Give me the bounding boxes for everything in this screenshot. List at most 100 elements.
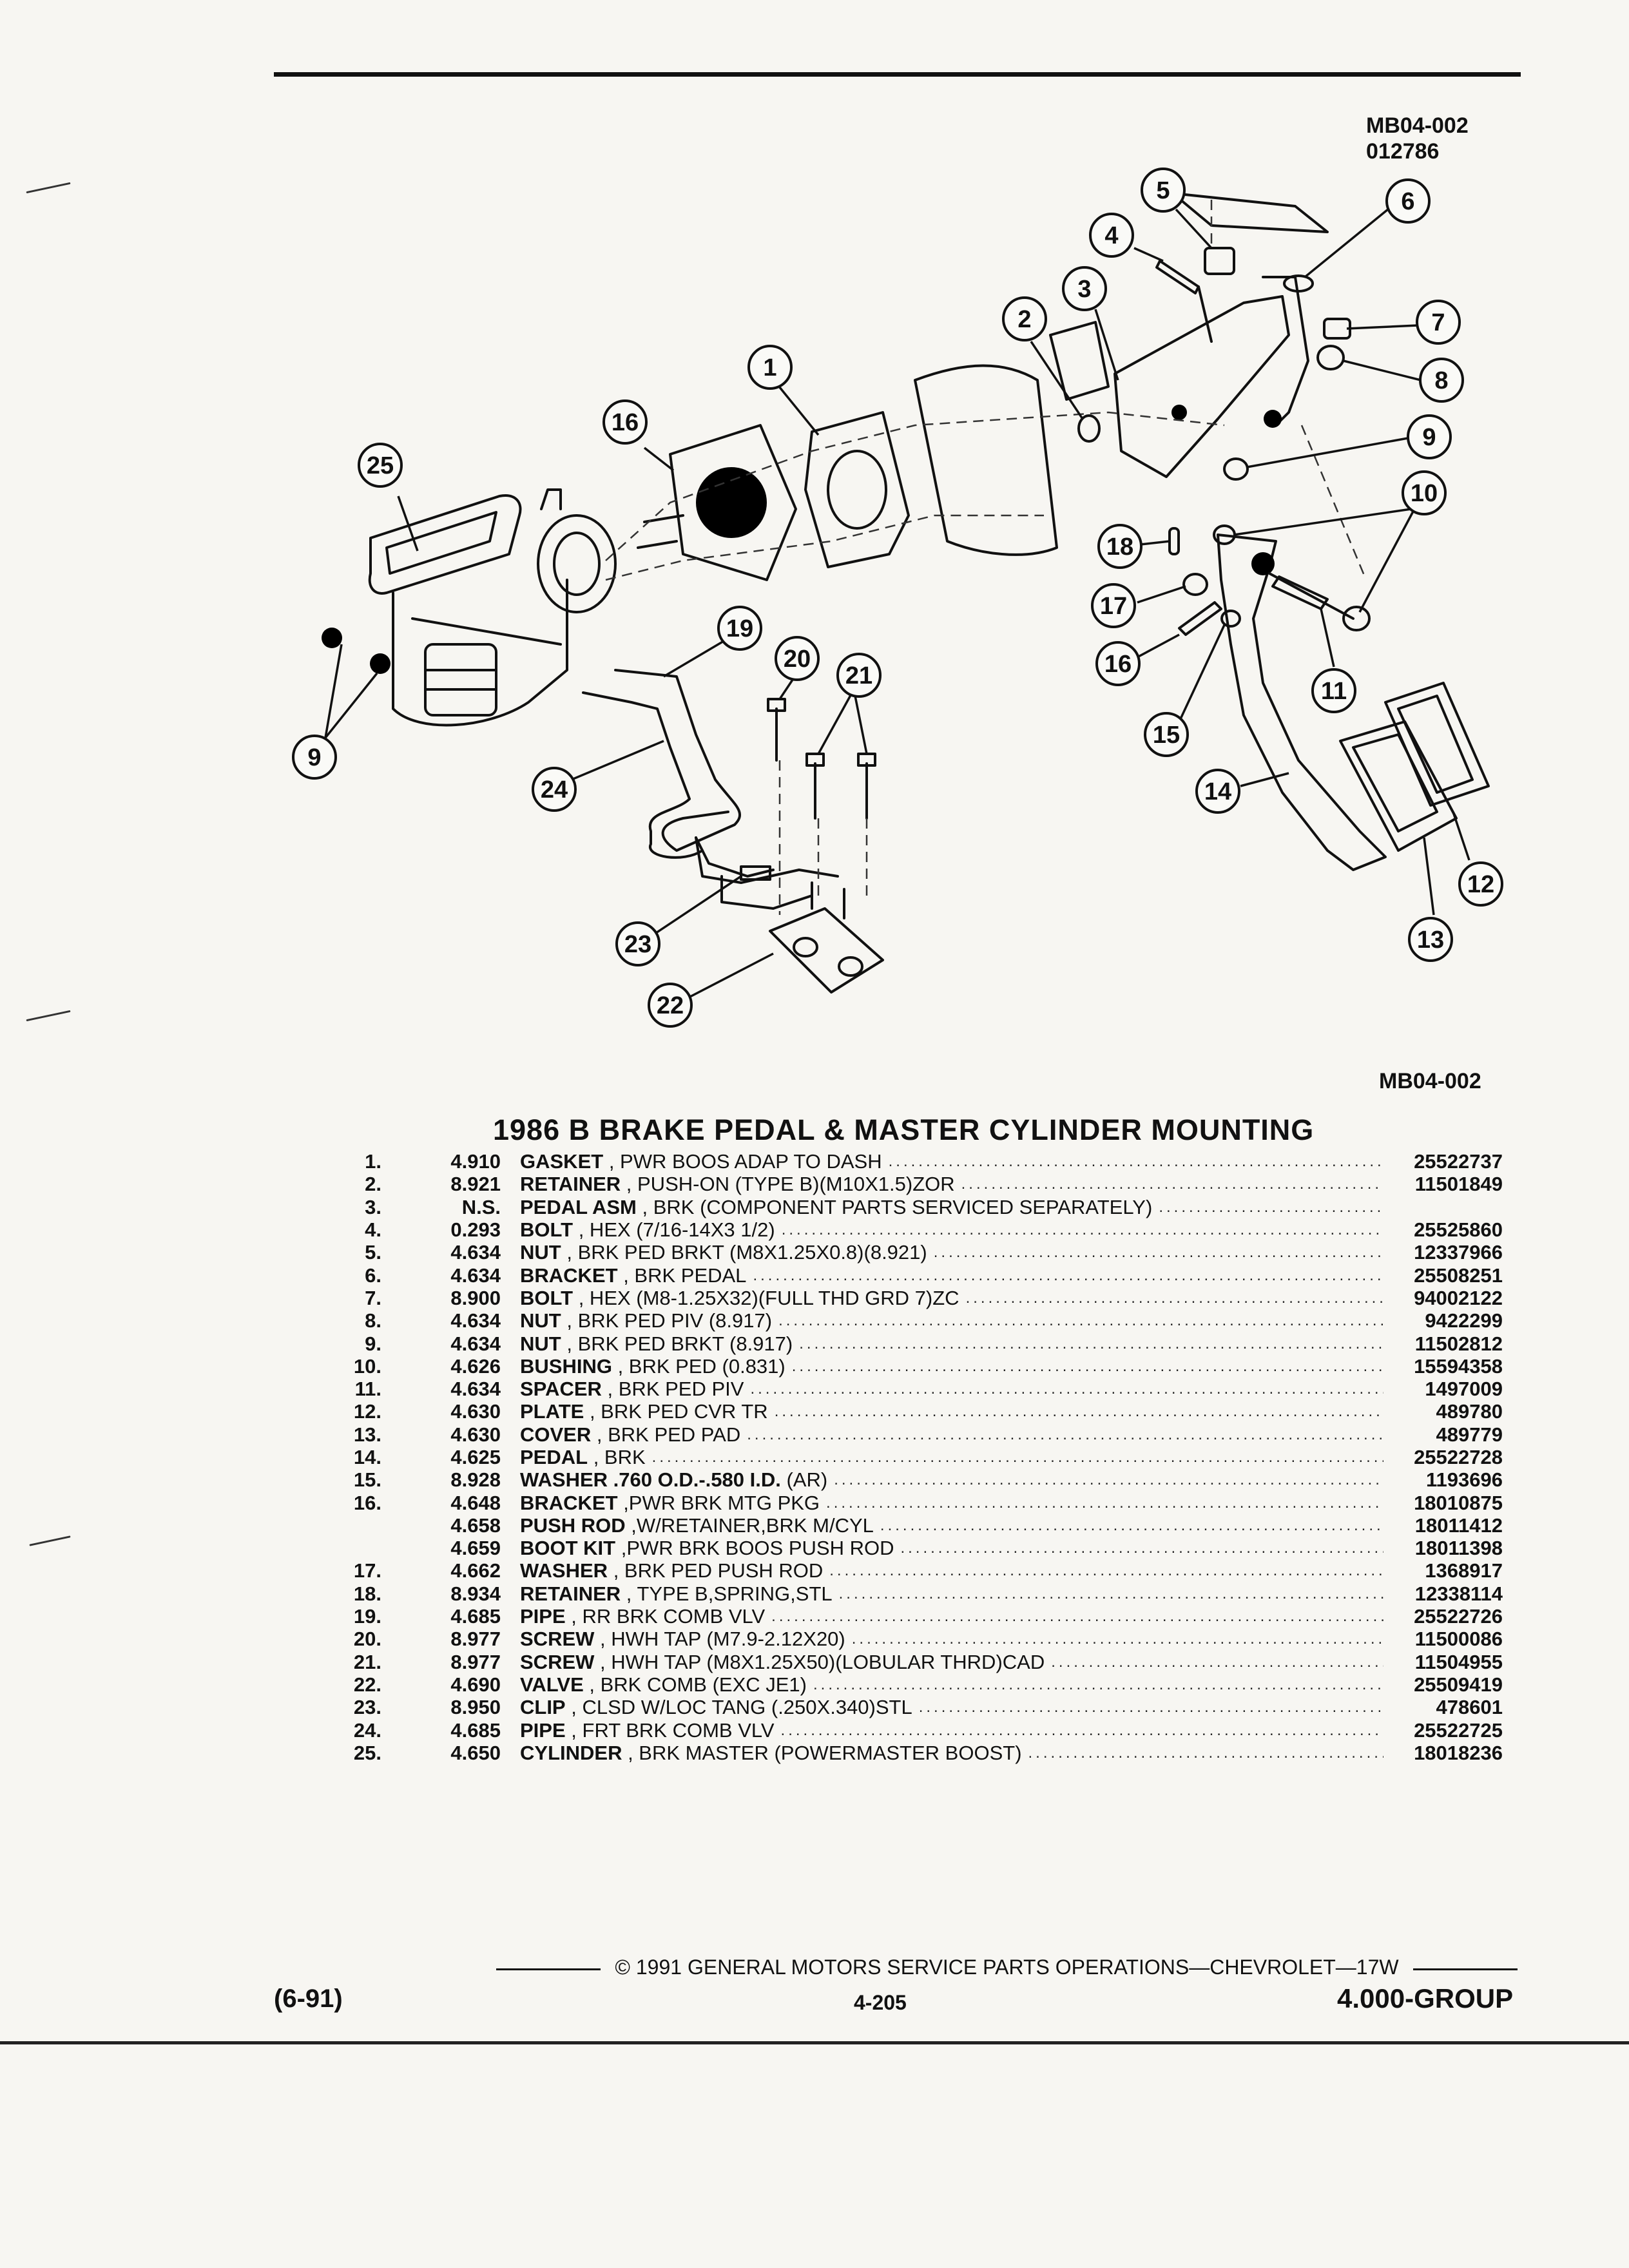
item-number: 19. [353, 1605, 381, 1628]
part-detail: , TYPE B,SPRING,STL [626, 1582, 833, 1605]
item-number: 10. [353, 1354, 381, 1378]
booster-bracket [637, 424, 797, 581]
push-rod-16 [1178, 601, 1222, 636]
part-name: GASKET [520, 1150, 604, 1173]
part-name: COVER [520, 1423, 592, 1446]
item-number: 18. [353, 1582, 381, 1605]
part-detail: , BRK PED PAD [596, 1423, 741, 1446]
leader-dots: ........................................… [829, 1562, 1383, 1580]
part-detail: , HEX (M8-1.25X32)(FULL THD GRD 7)ZC [578, 1286, 959, 1309]
part-name: PIPE [520, 1718, 566, 1742]
callout-9-right: 9 [1407, 414, 1452, 459]
part-description: BOLT , HEX (7/16-14X3 1/2)..............… [520, 1218, 1393, 1241]
callout-label: 16 [1104, 651, 1132, 678]
callout-17: 17 [1091, 583, 1136, 628]
part-number [1393, 1196, 1503, 1218]
item-number: 24. [353, 1718, 381, 1742]
part-description: SPACER , BRK PED PIV....................… [520, 1378, 1393, 1400]
callout-label: 9 [307, 744, 321, 771]
part-number: 25522726 [1414, 1605, 1503, 1628]
item-number: 9. [365, 1332, 381, 1355]
washer-17 [1182, 573, 1208, 596]
callout-6: 6 [1385, 178, 1431, 224]
leader-dots: ........................................… [918, 1698, 1383, 1716]
item-number: 25. [353, 1741, 381, 1764]
callout-label: 8 [1434, 367, 1448, 394]
callout-24: 24 [532, 767, 577, 812]
brake-pipe [582, 669, 839, 910]
callout-16-left: 16 [602, 399, 648, 445]
part-name: PEDAL [520, 1446, 588, 1468]
nut-9 [1223, 457, 1249, 481]
part-description: BOLT , HEX (M8-1.25X32)(FULL THD GRD 7)Z… [520, 1287, 1393, 1309]
callout-21: 21 [836, 653, 882, 698]
group-number: 4.634 [450, 1309, 501, 1332]
callout-label: 16 [612, 409, 639, 436]
washer-15 [1220, 610, 1241, 628]
retainer [1077, 414, 1101, 443]
leader-dots: ........................................… [778, 1312, 1383, 1330]
group-number: 4.659 [450, 1537, 501, 1560]
callout-label: 3 [1077, 276, 1091, 303]
leader-dots: ........................................… [771, 1608, 1383, 1626]
part-name: PLATE [520, 1400, 584, 1423]
item-number: 23. [353, 1696, 381, 1719]
group-number: 4.690 [450, 1673, 501, 1696]
item-number: 12. [353, 1400, 381, 1423]
callout-label: 5 [1156, 177, 1170, 204]
callout-label: 6 [1401, 188, 1414, 215]
group-number: 0.293 [450, 1218, 501, 1242]
item-number: 6. [365, 1264, 381, 1287]
master-cylinder [322, 488, 617, 727]
callout-15: 15 [1144, 712, 1189, 757]
firewall-outline [914, 192, 1329, 556]
group-number: 4.625 [450, 1446, 501, 1468]
callout-22: 22 [648, 983, 693, 1028]
part-number: 9422299 [1425, 1309, 1503, 1332]
part-description: VALVE , BRK COMB (EXC JE1)..............… [520, 1673, 1393, 1696]
exploded-parts-diagram: 1 2 3 4 5 6 7 8 9 9 10 11 12 13 14 15 16… [292, 168, 1503, 1028]
part-name: RETAINER [520, 1582, 621, 1605]
part-description: SCREW , HWH TAP (M8X1.25X50)(LOBULAR THR… [520, 1651, 1393, 1673]
part-number: 25522728 [1414, 1446, 1503, 1468]
callout-label: 7 [1431, 309, 1445, 336]
item-number: 8. [365, 1309, 381, 1332]
part-description: NUT , BRK PED PIV (8.917)...............… [520, 1309, 1393, 1332]
part-description: PEDAL ASM , BRK (COMPONENT PARTS SERVICE… [520, 1196, 1393, 1218]
group-number: 4.648 [450, 1491, 501, 1514]
leader-dots: ........................................… [1159, 1198, 1383, 1216]
leader-dots: ........................................… [1051, 1653, 1383, 1671]
callout-12: 12 [1458, 861, 1503, 907]
part-name: NUT [520, 1241, 561, 1264]
page-number: 4-205 [854, 1991, 907, 2014]
brake-pedal [1217, 533, 1387, 871]
part-detail: , HWH TAP (M7.9-2.12X20) [600, 1628, 845, 1651]
leader-dots: ........................................… [834, 1471, 1383, 1489]
part-name: SCREW [520, 1628, 595, 1651]
part-name: CYLINDER [520, 1741, 622, 1764]
parts-row: 3.N.S.PEDAL ASM , BRK (COMPONENT PARTS S… [342, 1196, 1503, 1218]
part-detail: , BRK PEDAL [623, 1264, 747, 1287]
callout-14: 14 [1195, 769, 1240, 814]
parts-list-title: 1986 B BRAKE PEDAL & MASTER CYLINDER MOU… [493, 1113, 1315, 1146]
clip-23 [740, 865, 771, 881]
part-name: BRACKET [520, 1264, 618, 1287]
callout-5: 5 [1141, 168, 1186, 213]
group-number: 4.650 [450, 1741, 501, 1764]
part-description: CYLINDER , BRK MASTER (POWERMASTER BOOST… [520, 1742, 1393, 1764]
part-name: CLIP [520, 1696, 566, 1719]
group-number: 8.977 [450, 1628, 501, 1651]
leader-dots: ........................................… [965, 1289, 1383, 1307]
callout-19: 19 [717, 606, 762, 651]
group-number: 4.630 [450, 1400, 501, 1423]
part-description: COVER , BRK PED PAD.....................… [520, 1423, 1393, 1446]
illustration-date-code: 012786 [1366, 139, 1440, 164]
part-number: 15594358 [1414, 1354, 1503, 1378]
item-number: 14. [353, 1446, 381, 1468]
leader-dots: ........................................… [961, 1175, 1383, 1193]
